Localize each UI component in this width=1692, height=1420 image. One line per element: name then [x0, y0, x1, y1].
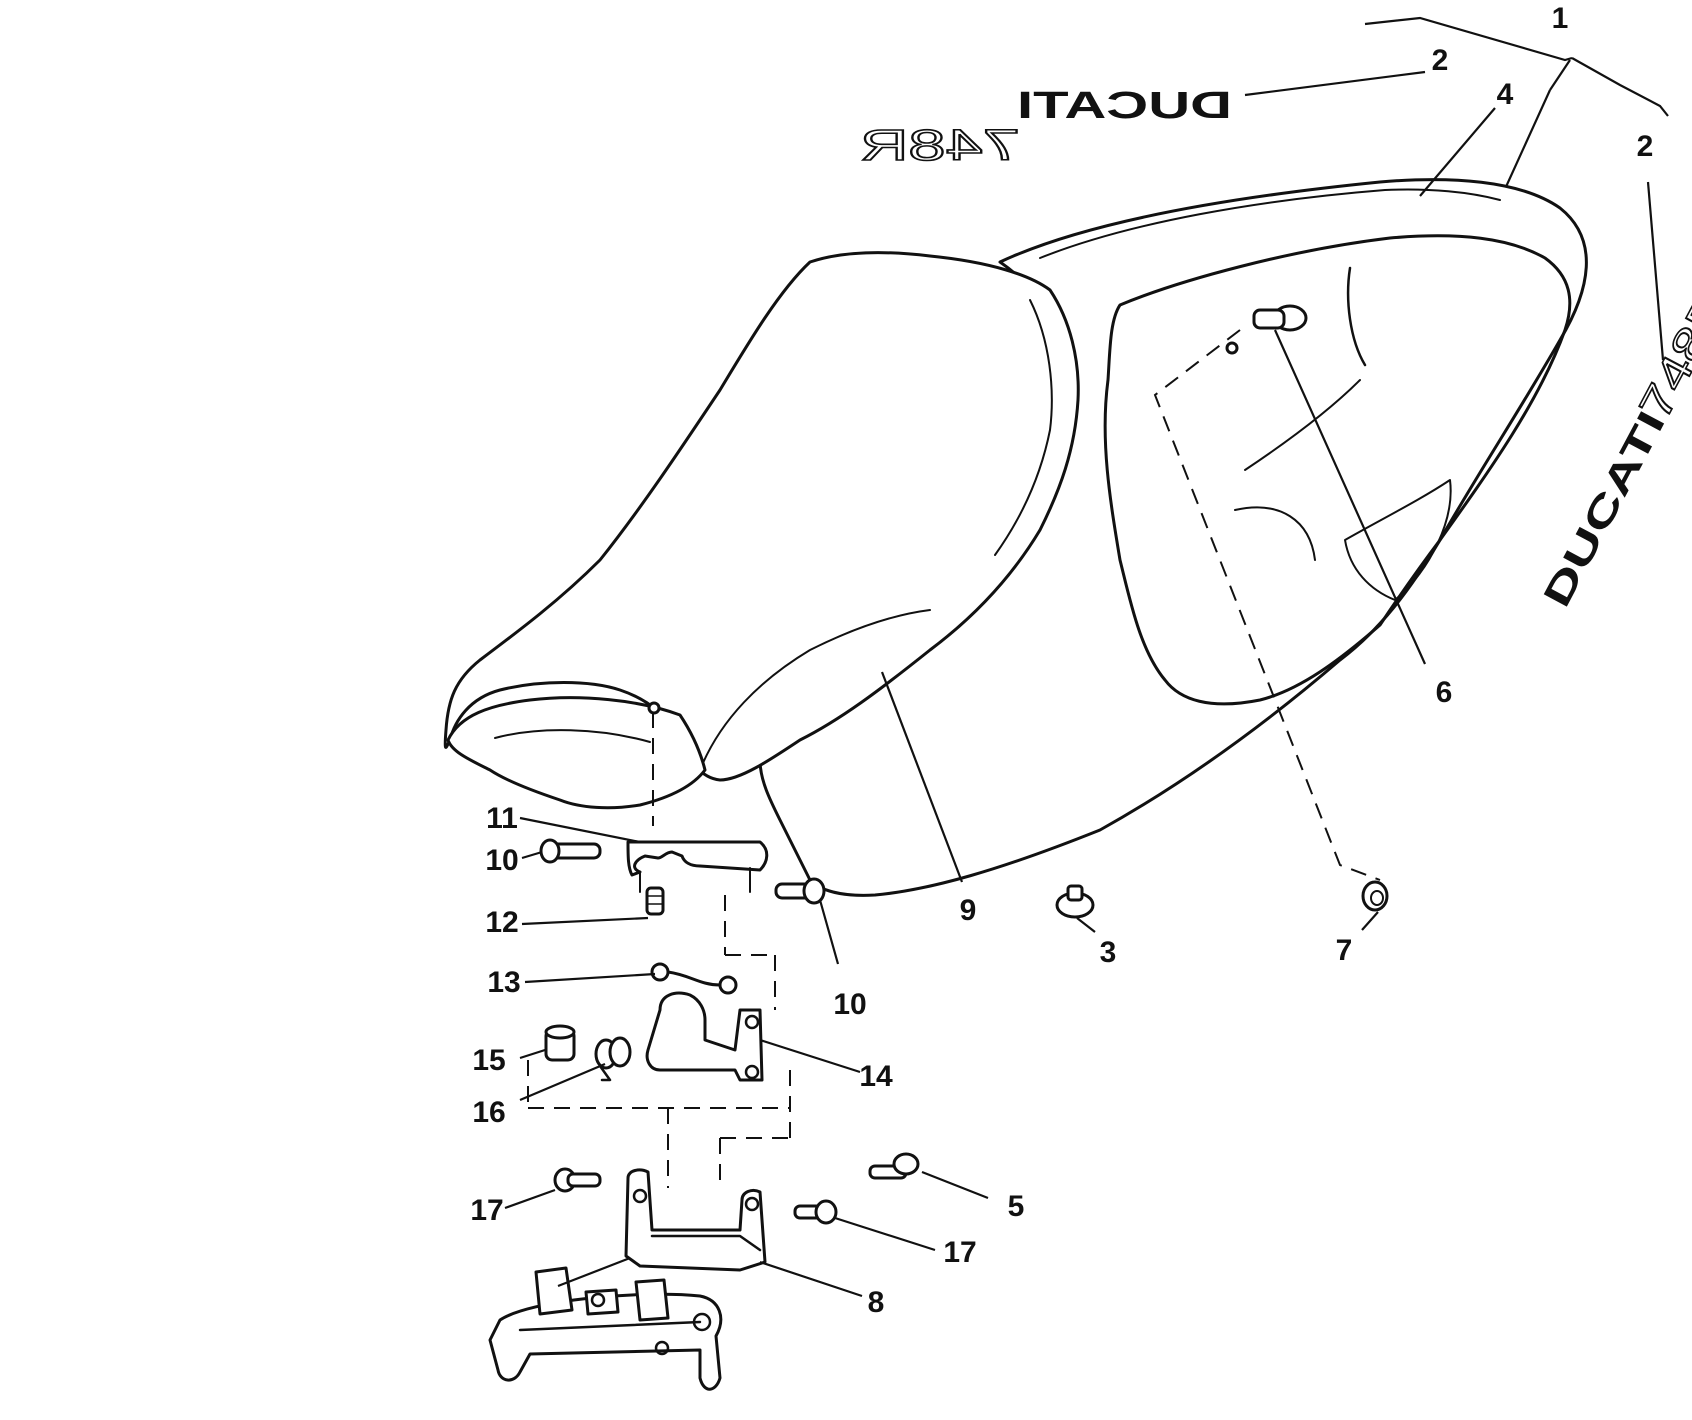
callout-2-side: 2	[1637, 130, 1654, 163]
callout-8: 8	[868, 1286, 885, 1319]
tail-contour-2	[1234, 506, 1316, 561]
pivot-pin-right	[774, 877, 826, 905]
cushion-edge-line	[994, 299, 1053, 556]
callout-1: 1	[1552, 2, 1569, 35]
seat-pan-front	[446, 696, 707, 810]
tail-contour-1	[1244, 379, 1361, 471]
hinge-spring	[594, 1036, 632, 1082]
release-cable	[650, 962, 738, 995]
rubber-buffer	[1055, 884, 1095, 919]
callout-6: 6	[1436, 676, 1453, 709]
tail-trim-line	[1039, 188, 1501, 259]
tail-panel-outline	[1103, 234, 1572, 706]
frame-screw	[868, 1152, 920, 1180]
seat-assembly	[443, 178, 1588, 897]
callout-15: 15	[472, 1044, 505, 1077]
dash-tail-lock	[1153, 329, 1381, 881]
callout-12: 12	[485, 906, 518, 939]
callout-10-right: 10	[833, 988, 866, 1021]
hinge-bolt-left	[553, 1167, 602, 1193]
front-bracket	[626, 840, 769, 893]
tail-slot	[1346, 266, 1367, 367]
seat-hole	[647, 701, 661, 715]
callout-4: 4	[1497, 78, 1514, 111]
lower-mount	[624, 1168, 767, 1272]
seat-pan-inner	[494, 729, 651, 743]
callout-9: 9	[960, 894, 977, 927]
callout-3: 3	[1100, 936, 1117, 969]
callout-5: 5	[1008, 1190, 1025, 1223]
decal-top-model: 748R	[860, 121, 1020, 170]
leader-lines	[504, 70, 1665, 1298]
callout-17-right: 17	[943, 1236, 976, 1269]
kit-bracket	[1364, 16, 1669, 201]
seat-lock	[1225, 304, 1308, 355]
callout-10-left: 10	[485, 844, 518, 877]
callout-17-left: 17	[470, 1194, 503, 1227]
bracket-screw	[645, 886, 665, 916]
seat-hinge	[645, 895, 776, 1082]
assembly-guides	[527, 1060, 791, 1188]
decal-top-brand: DUCATI	[1017, 85, 1232, 127]
decal-top: DUCATI 748R	[859, 85, 1232, 171]
subframe	[488, 1266, 723, 1391]
callout-13: 13	[487, 966, 520, 999]
decal-side-model: 748R	[1630, 281, 1692, 428]
tail-cutout	[1344, 479, 1452, 601]
callouts: 1 2 4 2 6 9 3 7 11 10 12 10 13 14 15 16 …	[470, 2, 1653, 1319]
callout-11: 11	[486, 802, 518, 835]
hinge-bolt-right	[793, 1199, 838, 1225]
callout-7: 7	[1336, 934, 1353, 967]
grommet	[1361, 880, 1389, 912]
pivot-pin-left	[539, 838, 602, 864]
callout-2-top: 2	[1432, 44, 1449, 77]
spacer	[544, 1024, 576, 1062]
cushion-seam	[699, 609, 931, 771]
callout-14: 14	[859, 1060, 893, 1093]
decal-side-brand: DUCATI	[1536, 405, 1674, 615]
callout-16: 16	[472, 1096, 505, 1129]
